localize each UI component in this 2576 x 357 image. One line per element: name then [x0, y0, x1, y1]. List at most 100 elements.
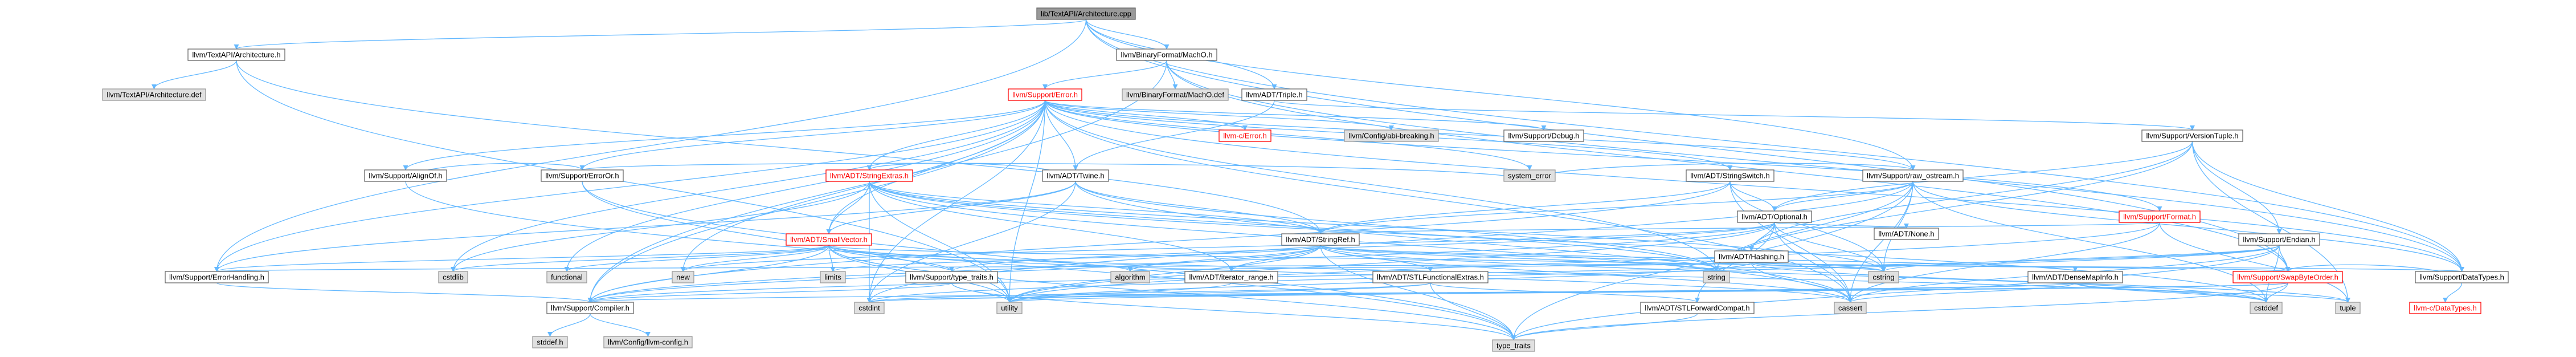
node-llvm-support-raw-ostream-h[interactable]: llvm/Support/raw_ostream.h — [1862, 169, 1964, 182]
node-label: llvm/BinaryFormat/MachO.def — [1126, 91, 1224, 99]
node-llvm-adt-optional-h[interactable]: llvm/ADT/Optional.h — [1737, 210, 1812, 223]
node-llvm-adt-triple-h[interactable]: llvm/ADT/Triple.h — [1241, 88, 1307, 101]
node-box — [1862, 169, 1964, 182]
edge-error-to-systemerror — [1044, 100, 1532, 171]
edge-error-to-format — [1044, 100, 2162, 212]
edge-triple-to-twine — [1073, 100, 1275, 171]
node-llvm-support-datatypes-h[interactable]: llvm/Support/DataTypes.h — [2415, 271, 2509, 283]
node-llvm-c-error-h[interactable]: llvm-c/Error.h — [1219, 129, 1271, 142]
edge-twine-to-stringref — [1075, 181, 1323, 234]
node-llvm-support-debug-h[interactable]: llvm/Support/Debug.h — [1503, 129, 1584, 142]
node-llvm-adt-stringref-h[interactable]: llvm/ADT/StringRef.h — [1281, 233, 1360, 246]
node-label: stddef.h — [537, 338, 563, 347]
edge-error-to-compiler — [587, 100, 1046, 303]
node-box — [2232, 271, 2343, 283]
node-box — [854, 302, 885, 314]
node-llvm-support-error-h[interactable]: llvm/Support/Error.h — [1008, 88, 1082, 101]
edge-error-to-cassert — [1044, 100, 1853, 303]
node-llvm-support-errorhandling-h[interactable]: llvm/Support/ErrorHandling.h — [165, 271, 269, 283]
node-lib-textapi-architecture-cpp[interactable]: lib/TextAPI/Architecture.cpp — [1036, 7, 1136, 20]
node-llvm-support-format-h[interactable]: llvm/Support/Format.h — [2119, 210, 2201, 223]
node-label: llvm/BinaryFormat/MachO.h — [1121, 51, 1212, 59]
edge-rawostream-to-optional — [1772, 181, 1913, 212]
node-limits: limits — [820, 271, 846, 283]
node-label: llvm/Support/ErrorHandling.h — [169, 273, 264, 282]
node-system-error: system_error — [1503, 169, 1556, 182]
edge-macho-to-swapbyteorder — [1166, 60, 2291, 272]
edge-densemapinfo-to-cstddef — [2075, 282, 2269, 303]
node-llvm-textapi-architecture-h[interactable]: llvm/TextAPI/Architecture.h — [187, 48, 285, 61]
dependency-nodes: lib/TextAPI/Architecture.cpp llvm/TextAPI… — [102, 7, 2509, 352]
edge-optional-to-typetraitsh — [949, 222, 1775, 272]
node-llvm-support-swapbyteorder-h[interactable]: llvm/Support/SwapByteOrder.h — [2232, 271, 2343, 283]
node-box — [165, 271, 269, 283]
edge-triple-to-versiontuple — [1274, 100, 2195, 131]
node-llvm-support-versiontuple-h[interactable]: llvm/Support/VersionTuple.h — [2141, 129, 2243, 142]
node-box — [905, 271, 998, 283]
node-label: llvm/ADT/StringExtras.h — [830, 172, 909, 180]
edge-endian-to-cstdint — [866, 245, 2280, 303]
edge-error-to-functional — [564, 100, 1046, 272]
node-label: llvm/TextAPI/Architecture.h — [192, 51, 280, 59]
edge-stlforward-to-typetraits — [1511, 313, 1698, 340]
node-llvm-adt-none-h[interactable]: llvm/ADT/None.h — [1874, 228, 1939, 240]
node-llvm-adt-densemapinfo-h[interactable]: llvm/ADT/DenseMapInfo.h — [2027, 271, 2123, 283]
node-box — [1241, 88, 1307, 101]
node-llvm-support-compiler-h[interactable]: llvm/Support/Compiler.h — [546, 302, 634, 314]
edge-format-to-utility — [1007, 222, 2160, 303]
node-box — [2238, 233, 2320, 246]
node-llvm-adt-twine-h[interactable]: llvm/ADT/Twine.h — [1042, 169, 1109, 182]
edge-alignof-to-typetraits — [405, 181, 1516, 340]
edge-root-to-errorhandling — [214, 19, 1087, 272]
edge-format-to-tuple — [2159, 222, 2351, 303]
node-llvm-support-type-traits-h[interactable]: llvm/Support/type_traits.h — [905, 271, 998, 283]
node-llvm-adt-iterator-range-h[interactable]: llvm/ADT/iterator_range.h — [1184, 271, 1278, 283]
node-box — [1703, 271, 1730, 283]
node-box — [532, 336, 568, 348]
node-label: llvm/ADT/SmallVector.h — [790, 236, 868, 244]
node-llvm-adt-stlfunctionalextras-h[interactable]: llvm/ADT/STLFunctionalExtras.h — [1372, 271, 1489, 283]
node-new: new — [672, 271, 694, 283]
node-label: llvm/ADT/None.h — [1878, 230, 1934, 238]
edge-datatypes-to-cdatatypes — [2442, 282, 2463, 303]
node-llvm-support-endian-h[interactable]: llvm/Support/Endian.h — [2238, 233, 2320, 246]
node-llvm-support-alignof-h[interactable]: llvm/Support/AlignOf.h — [364, 169, 447, 182]
node-label: utility — [1001, 304, 1018, 313]
node-box — [1503, 169, 1556, 182]
node-llvm-adt-hashing-h[interactable]: llvm/ADT/Hashing.h — [1714, 250, 1789, 263]
edge-endian-to-cstring — [1881, 245, 2280, 272]
edge-versiontuple-to-hashing — [1749, 141, 2193, 251]
edge-error-to-datatypes — [1044, 100, 2464, 272]
node-label: llvm/Support/SwapByteOrder.h — [2237, 273, 2338, 282]
edge-erroror-to-typetraits — [582, 181, 1516, 340]
node-llvm-adt-stringextras-h[interactable]: llvm/ADT/StringExtras.h — [825, 169, 913, 182]
edge-stringextras-to-cstring — [869, 181, 1886, 272]
edge-versiontuple-to-string — [1714, 141, 2193, 272]
node-box — [2119, 210, 2201, 223]
node-algorithm: algorithm — [1110, 271, 1150, 283]
node-box — [672, 271, 694, 283]
node-llvm-adt-stringswitch-h[interactable]: llvm/ADT/StringSwitch.h — [1686, 169, 1774, 182]
node-label: llvm/Support/Compiler.h — [551, 304, 629, 313]
edge-compiler-to-stddef — [547, 313, 591, 337]
node-box — [1714, 250, 1789, 263]
node-label: llvm/Support/AlignOf.h — [369, 172, 442, 180]
edge-smallvector-to-cassert — [828, 245, 1853, 303]
edge-optional-to-new — [680, 222, 1775, 272]
edge-swapbyteorder-to-cstddef — [2263, 282, 2288, 303]
edge-smallvector-to-cstdlib — [451, 245, 829, 272]
edge-errorhandling-to-compiler — [216, 282, 593, 303]
node-llvm-support-erroror-h[interactable]: llvm/Support/ErrorOr.h — [541, 169, 624, 182]
edge-root-to-datatypes — [1085, 19, 2464, 272]
node-llvm-c-datatypes-h[interactable]: llvm-c/DataTypes.h — [2409, 302, 2481, 314]
node-box — [546, 302, 634, 314]
node-box — [2141, 129, 2243, 142]
node-label: algorithm — [1115, 273, 1145, 282]
node-label: tuple — [2340, 304, 2356, 313]
node-llvm-adt-smallvector-h[interactable]: llvm/ADT/SmallVector.h — [786, 233, 872, 246]
edge-densemapinfo-to-cassert — [1847, 282, 2076, 303]
node-llvm-binaryformat-macho-h[interactable]: llvm/BinaryFormat/MachO.h — [1116, 48, 1217, 61]
node-llvm-adt-stlforwardcompat-h[interactable]: llvm/ADT/STLForwardCompat.h — [1640, 302, 1755, 314]
node-box — [1116, 48, 1217, 61]
node-string: string — [1703, 271, 1730, 283]
